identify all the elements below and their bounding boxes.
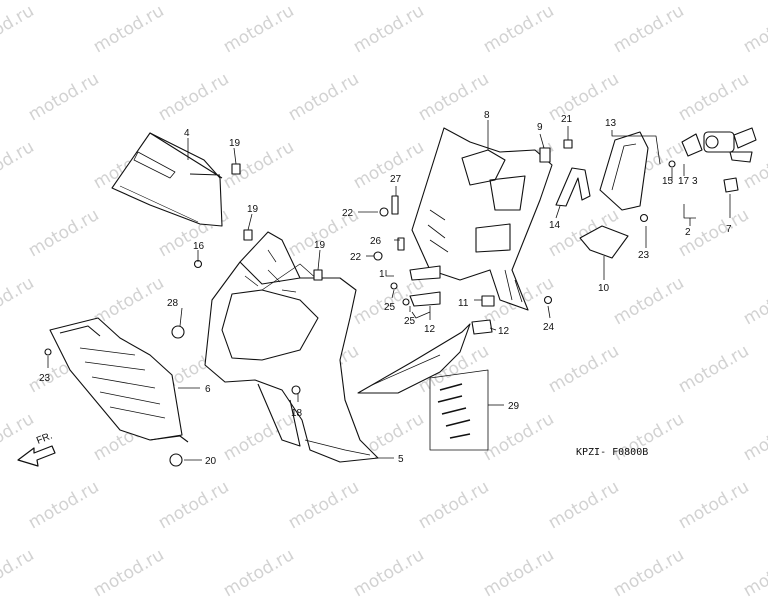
part-label-13: 13 bbox=[605, 118, 617, 129]
part-label-3: 3 bbox=[692, 176, 698, 187]
cover-lower-29 bbox=[357, 323, 489, 451]
part-label-23a: 23 bbox=[39, 373, 51, 384]
part-label-27: 27 bbox=[390, 174, 402, 185]
part-label-11: 11 bbox=[458, 298, 469, 309]
diagram-code: KPZI- F0800B bbox=[576, 447, 648, 458]
front-cover-5 bbox=[204, 231, 379, 463]
leader-lines bbox=[47, 120, 731, 461]
cover-left-6 bbox=[49, 317, 189, 443]
plate-10 bbox=[579, 225, 629, 259]
part-label-22a: 22 bbox=[342, 208, 354, 219]
part-label-26: 26 bbox=[370, 236, 382, 247]
part-label-22b: 22 bbox=[350, 252, 362, 263]
part-label-8: 8 bbox=[484, 110, 490, 121]
callout-labels: 4 19 19 19 16 28 23 6 20 18 5 29 8 9 21 … bbox=[35, 110, 732, 467]
part-label-16: 16 bbox=[193, 241, 205, 252]
part-label-6: 6 bbox=[205, 384, 211, 395]
part-label-2: 2 bbox=[685, 227, 691, 238]
exploded-view: 4 19 19 19 16 28 23 6 20 18 5 29 8 9 21 … bbox=[17, 110, 757, 467]
part-label-25b: 25 bbox=[404, 316, 416, 327]
part-label-19b: 19 bbox=[247, 204, 259, 215]
part-label-23b: 23 bbox=[638, 250, 650, 261]
part-label-19c: 19 bbox=[314, 240, 326, 251]
part-label-10: 10 bbox=[598, 283, 610, 294]
part-label-5: 5 bbox=[398, 454, 404, 465]
panel-decal-4 bbox=[111, 132, 223, 227]
fasteners bbox=[44, 139, 739, 467]
part-label-20: 20 bbox=[205, 456, 217, 467]
part-label-15: 15 bbox=[662, 176, 674, 187]
part-label-7: 7 bbox=[726, 224, 732, 235]
part-label-25a: 25 bbox=[384, 302, 396, 313]
part-label-28: 28 bbox=[167, 298, 179, 309]
bracket-13 bbox=[599, 131, 649, 211]
inner-cover-8 bbox=[411, 127, 553, 311]
part-label-14: 14 bbox=[549, 220, 561, 231]
part-label-4: 4 bbox=[184, 128, 190, 139]
part-label-18: 18 bbox=[291, 408, 303, 419]
part-label-24: 24 bbox=[543, 322, 555, 333]
part-label-19a: 19 bbox=[229, 138, 241, 149]
direction-label: FR. bbox=[35, 431, 54, 447]
part-label-29: 29 bbox=[508, 401, 520, 412]
key-cylinder-2 bbox=[681, 127, 757, 163]
part-label-1: 1 bbox=[379, 269, 385, 280]
hook-14 bbox=[555, 167, 591, 207]
part-label-17: 17 bbox=[678, 176, 690, 187]
part-label-21: 21 bbox=[561, 114, 573, 125]
part-label-12b: 12 bbox=[498, 326, 510, 337]
direction-arrow-icon bbox=[17, 445, 56, 467]
part-label-12a: 12 bbox=[424, 324, 436, 335]
part-label-9: 9 bbox=[537, 122, 543, 133]
